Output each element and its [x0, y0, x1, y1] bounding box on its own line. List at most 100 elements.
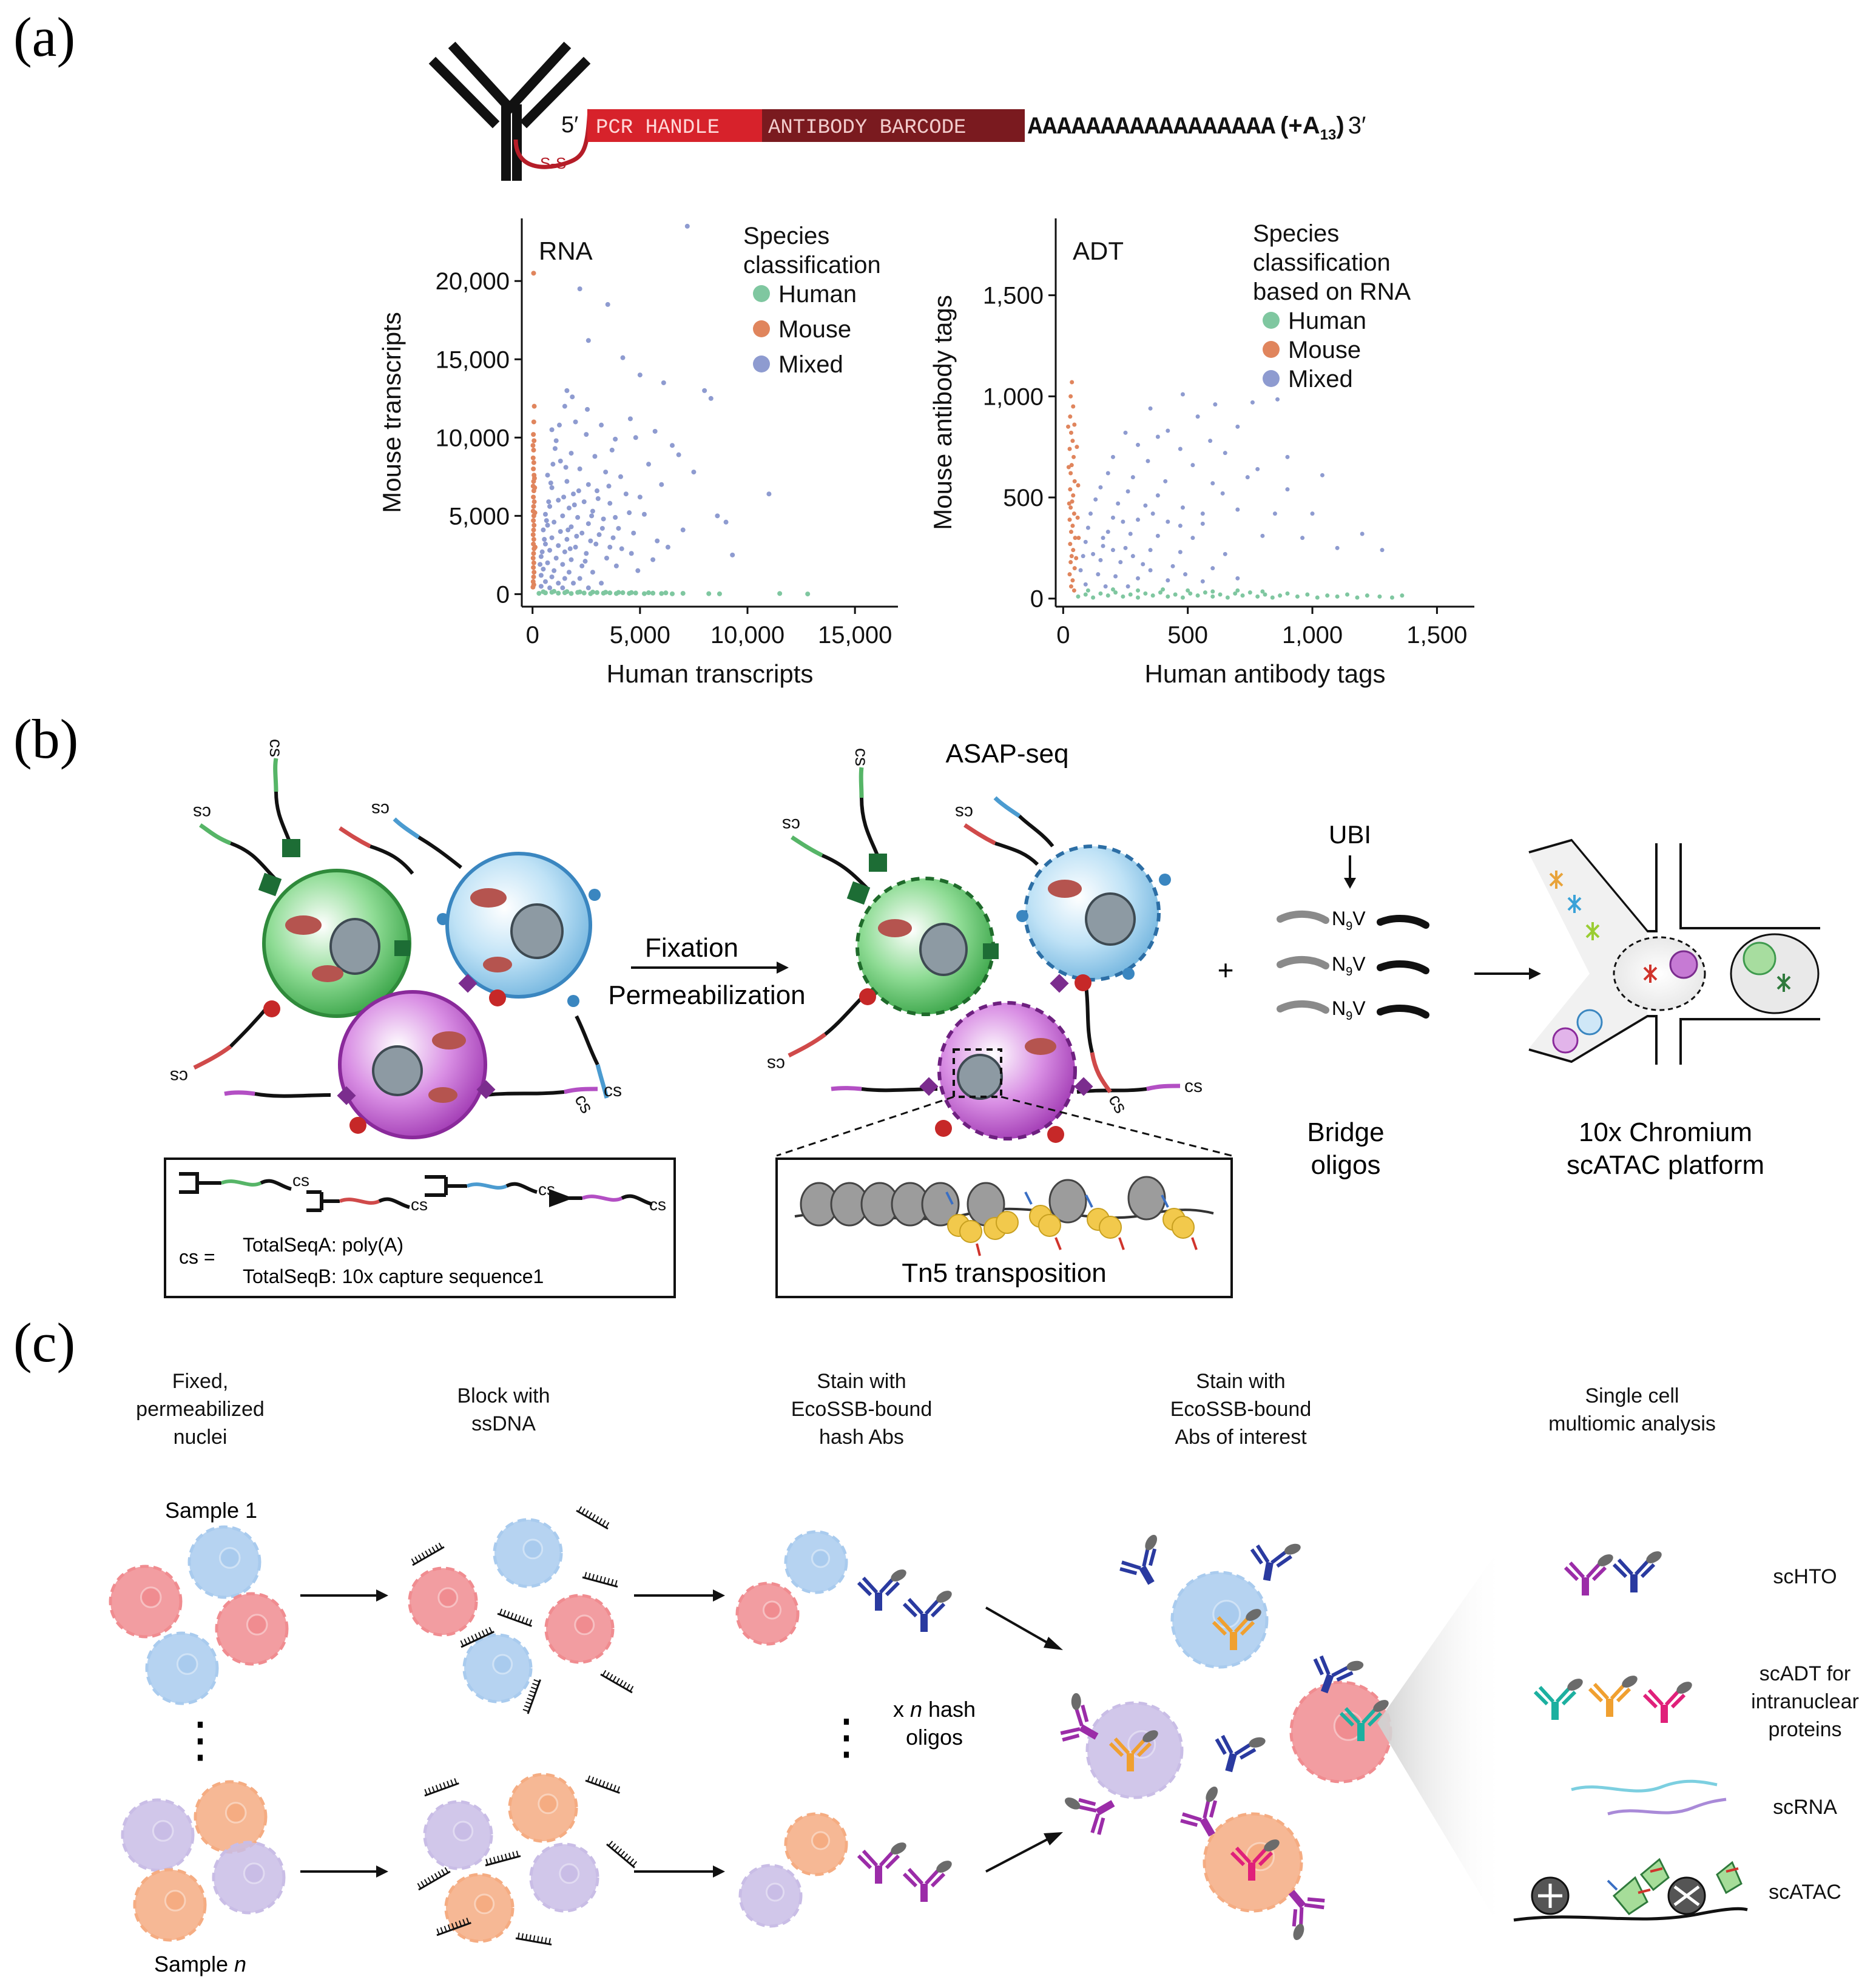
cs-label: cs — [170, 1066, 188, 1087]
data-point — [1101, 536, 1105, 541]
ssdna-base — [605, 1521, 610, 1528]
ssdna-base — [544, 1937, 547, 1944]
data-point — [805, 591, 811, 597]
red-cell-nucleus — [763, 1600, 781, 1620]
ssdna-base — [620, 1850, 626, 1856]
data-point — [1081, 554, 1085, 559]
data-point — [1210, 481, 1215, 486]
data-point — [1285, 487, 1290, 492]
legend-label: Mouse — [1288, 337, 1361, 363]
antibody-chain — [1215, 1734, 1257, 1773]
antibody-icon — [1588, 1676, 1638, 1717]
data-point — [1068, 560, 1073, 565]
data-point — [1123, 545, 1128, 550]
data-point — [532, 544, 538, 550]
ssdna-icon — [582, 1572, 618, 1588]
cs-label: cs — [604, 1080, 622, 1100]
data-point — [531, 565, 536, 570]
ssdna-base — [533, 1679, 540, 1683]
ssdna-backbone — [606, 1843, 635, 1868]
x-tick-label: 10,000 — [710, 622, 784, 649]
data-point — [1255, 594, 1260, 599]
data-point — [566, 570, 572, 575]
data-point — [1355, 595, 1360, 600]
data-point — [1275, 397, 1280, 402]
data-point — [1072, 422, 1077, 427]
lavender-cell-nucleus — [559, 1863, 580, 1884]
data-point — [536, 591, 542, 596]
y-tick-label: 10,000 — [436, 425, 510, 451]
ssdna-base — [462, 1919, 466, 1926]
orange-cell — [194, 1780, 268, 1854]
antibody-chain — [1642, 1688, 1686, 1723]
ssdna-base — [437, 1871, 442, 1877]
data-point — [661, 380, 666, 385]
data-point — [1068, 487, 1073, 492]
ecossb-icon — [1346, 1660, 1364, 1671]
data-point — [1210, 566, 1215, 571]
data-point — [560, 562, 565, 567]
data-point — [1155, 434, 1160, 439]
step-title: Stain with — [1196, 1370, 1285, 1393]
antibody-icon — [1215, 1734, 1266, 1773]
ssdna-base — [599, 1575, 602, 1583]
data-point — [531, 271, 536, 276]
data-point — [1240, 593, 1245, 598]
data-point — [585, 585, 591, 591]
data-point — [541, 527, 546, 533]
data-point — [1072, 479, 1077, 484]
data-point — [1183, 572, 1188, 577]
panel-label-c: (c) — [13, 1312, 76, 1373]
data-point — [561, 494, 567, 500]
data-point — [1163, 479, 1168, 484]
step-title: EcoSSB-bound — [791, 1398, 933, 1421]
cs-label: cs — [851, 748, 871, 766]
data-point — [567, 546, 573, 551]
data-point — [599, 525, 605, 531]
data-point — [1128, 531, 1133, 536]
data-point — [717, 591, 722, 596]
ssdna-base — [423, 1879, 428, 1885]
x-tick-label: 1,500 — [1406, 622, 1467, 649]
ssdna-base — [615, 1580, 618, 1586]
ssdna-icon — [424, 1778, 459, 1797]
output-label-scadt: scADT for — [1760, 1662, 1851, 1685]
data-point — [569, 451, 574, 456]
bead-star-icon — [1549, 871, 1791, 992]
data-point — [1285, 591, 1290, 596]
data-point — [1210, 594, 1215, 599]
ssdna-base — [629, 1685, 634, 1692]
ecossb-icon — [936, 1861, 952, 1873]
ssdna-base — [493, 1856, 496, 1863]
ecossb-icon — [1373, 1700, 1389, 1712]
data-point — [1072, 566, 1077, 571]
scatac-dna — [1513, 1907, 1748, 1922]
zoom-line — [1000, 1096, 1232, 1157]
ssdna-base — [431, 1875, 435, 1881]
ssdna-base — [425, 1550, 429, 1557]
step-title: Single cell — [1585, 1384, 1679, 1407]
data-point — [1068, 542, 1073, 547]
ssdna-base — [497, 1855, 500, 1862]
ssdna-base — [595, 1516, 599, 1522]
antibody-chain — [1060, 1705, 1099, 1742]
data-point — [538, 554, 544, 559]
bridge-oligos: N9V N9V N9V — [1277, 908, 1429, 1023]
ecossb-icon — [1246, 1609, 1261, 1621]
data-point — [1076, 483, 1081, 488]
data-point — [650, 557, 656, 562]
chromium-label: 10x Chromium — [1579, 1117, 1752, 1147]
ssdna-icon — [515, 1932, 552, 1946]
data-point — [655, 538, 660, 544]
data-point — [627, 510, 632, 516]
ssdna-icon — [485, 1850, 521, 1867]
step-title: ssDNA — [471, 1412, 536, 1435]
data-point — [1335, 594, 1340, 599]
data-point — [619, 546, 624, 551]
data-point — [575, 514, 581, 520]
ssdna-base — [608, 1841, 613, 1847]
data-point — [564, 589, 570, 595]
step-title: Stain with — [817, 1370, 906, 1393]
ecossb-icon — [1264, 1839, 1280, 1852]
